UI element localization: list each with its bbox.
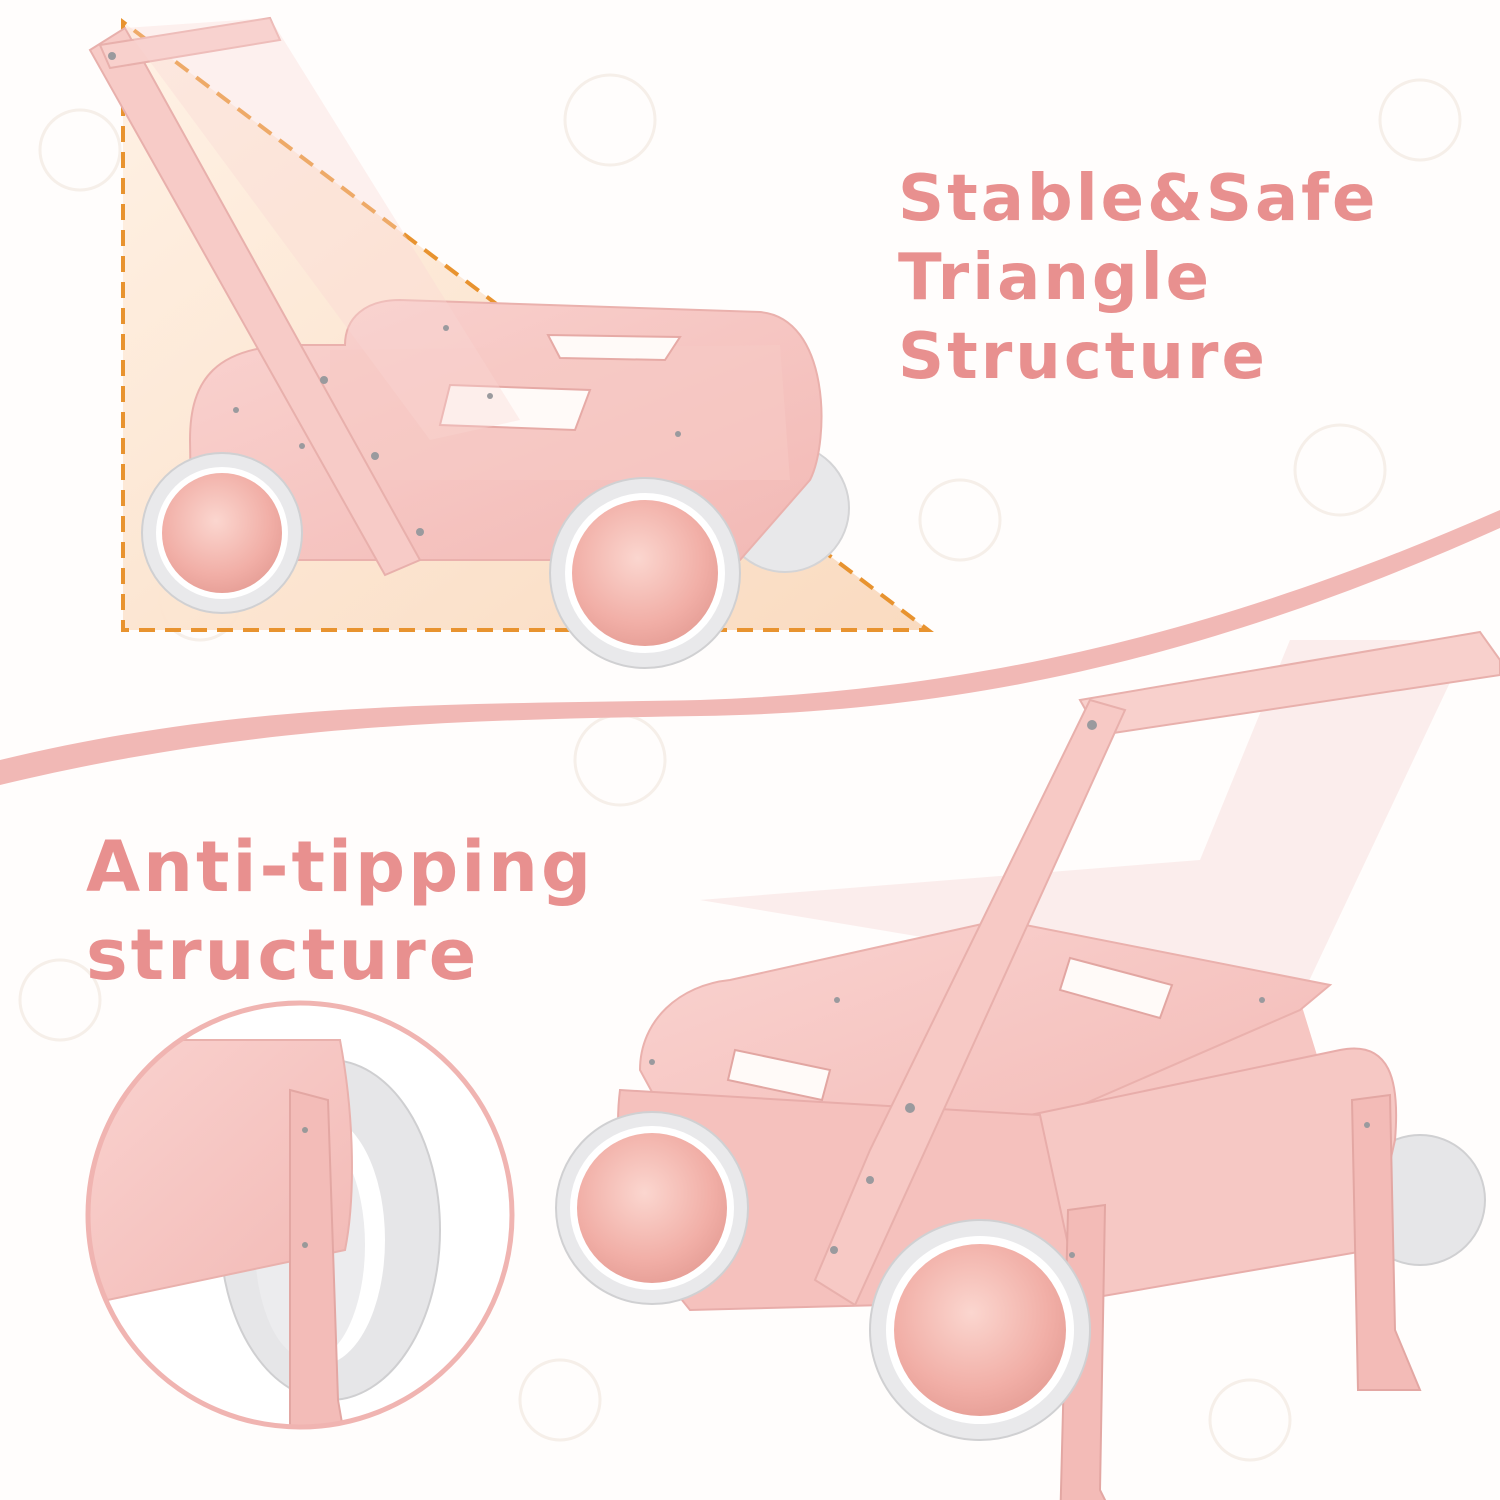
- stable-safe-heading: Stable&Safe Triangle Structure: [898, 160, 1378, 397]
- heading-line: Triangle: [898, 241, 1213, 315]
- heading-line: Structure: [898, 320, 1268, 394]
- heading-line: Anti-tipping: [86, 826, 595, 908]
- anti-tipping-heading: Anti-tipping structure: [86, 823, 594, 999]
- divider-wave: [0, 510, 1500, 785]
- heading-line: Stable&Safe: [898, 162, 1379, 236]
- walker-side-view: [88, 16, 850, 669]
- walker-front-view: [555, 630, 1500, 1500]
- magnify-circle-icon: [85, 1000, 515, 1430]
- background-pattern: [18, 73, 1462, 1462]
- heading-line: structure: [86, 914, 480, 996]
